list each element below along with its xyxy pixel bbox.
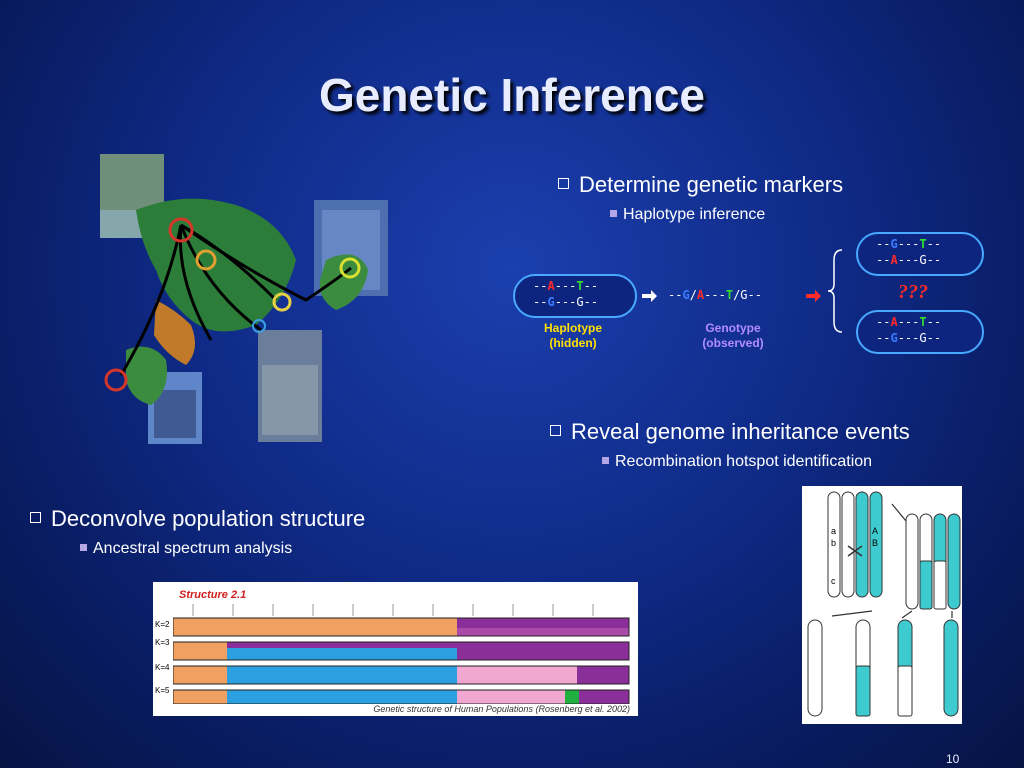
structure-row-label: K=4 bbox=[155, 663, 170, 672]
page-number: 10 bbox=[946, 752, 960, 766]
structure-panel: Structure 2.1 K=2 K=3 K=4 K=5 bbox=[153, 582, 638, 716]
slide-title: Genetic Inference bbox=[318, 69, 706, 121]
bullet-markers: Determine genetic markers bbox=[558, 172, 843, 198]
subbullet-square-icon bbox=[610, 210, 617, 217]
chromosome-label-A: A bbox=[872, 526, 879, 536]
structure-bar-k3 bbox=[173, 641, 630, 661]
bullet-square-icon bbox=[30, 512, 41, 523]
structure-row-label: K=5 bbox=[155, 686, 170, 695]
brace-icon bbox=[827, 249, 843, 333]
ambiguity-question: ??? bbox=[898, 281, 928, 303]
subbullet-square-icon bbox=[80, 544, 87, 551]
subbullet-haplotype-text: Haplotype inference bbox=[623, 206, 766, 223]
chromosome-recombination-figure: a b c A B bbox=[802, 486, 962, 724]
structure-caption: Genetic structure of Human Populations (… bbox=[373, 704, 630, 714]
continent-shape bbox=[136, 198, 296, 332]
subbullet-recombination: Recombination hotspot identification bbox=[602, 453, 872, 471]
genotype-observed-label: Genotype (observed) bbox=[702, 321, 764, 350]
genotype-sequence: --G/A---T/G-- bbox=[668, 288, 762, 302]
chromosome-label-c: c bbox=[831, 576, 836, 586]
world-migration-map bbox=[100, 154, 388, 444]
hidden-haplotype-oval bbox=[513, 274, 637, 318]
haplotype-option2-oval bbox=[856, 310, 984, 354]
chromosome-label-a: a bbox=[831, 526, 837, 536]
haplotype-option2-line2: --G---G-- bbox=[876, 331, 942, 345]
structure-bar-k2 bbox=[173, 617, 630, 637]
subbullet-recombination-text: Recombination hotspot identification bbox=[615, 453, 873, 470]
haplotype-option1-line2: --A---G-- bbox=[876, 253, 942, 267]
haplotype-option2-line1: --A---T-- bbox=[876, 315, 942, 329]
subbullet-ancestral-text: Ancestral spectrum analysis bbox=[93, 540, 293, 557]
haplotype-option1-line1: --G---T-- bbox=[876, 237, 942, 251]
chromosome-label-b: b bbox=[831, 538, 837, 548]
structure-row-label: K=2 bbox=[155, 620, 170, 629]
arrow-right-icon bbox=[642, 290, 657, 302]
haplotype-option1-oval bbox=[856, 232, 984, 276]
chromosome-label-B: B bbox=[872, 538, 879, 548]
bullet-square-icon bbox=[550, 425, 561, 436]
bullet-square-icon bbox=[558, 178, 569, 189]
hidden-haplotype-line2: --G---G-- bbox=[533, 295, 599, 309]
haplotype-hidden-label: Haplotype (hidden) bbox=[543, 321, 602, 350]
subbullet-haplotype: Haplotype inference bbox=[610, 206, 765, 224]
structure-bar-k4 bbox=[173, 665, 630, 685]
bullet-structure-text: Deconvolve population structure bbox=[51, 506, 366, 531]
bullet-inheritance: Reveal genome inheritance events bbox=[550, 419, 910, 445]
structure-heading: Structure 2.1 bbox=[179, 589, 247, 601]
hidden-haplotype-line1: --A---T-- bbox=[533, 279, 599, 293]
bullet-structure: Deconvolve population structure bbox=[30, 506, 365, 532]
arrow-right-red-icon bbox=[806, 290, 821, 302]
subbullet-square-icon bbox=[602, 457, 609, 464]
structure-row-label: K=3 bbox=[155, 638, 170, 647]
structure-bar-k5 bbox=[173, 689, 630, 704]
structure-bars bbox=[173, 604, 630, 704]
bullet-inheritance-text: Reveal genome inheritance events bbox=[571, 419, 910, 444]
bullet-markers-text: Determine genetic markers bbox=[579, 172, 844, 197]
subbullet-ancestral: Ancestral spectrum analysis bbox=[80, 540, 292, 558]
